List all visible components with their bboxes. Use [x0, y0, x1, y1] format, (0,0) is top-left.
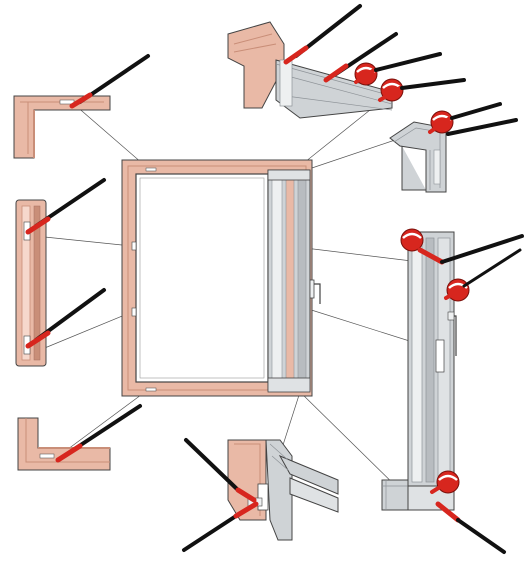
- guide-line-bottom-left: [59, 391, 146, 456]
- bottom-hinge-detail: [182, 438, 339, 552]
- oil-applicator-tip: [323, 63, 349, 83]
- wood-frame-top-corner: [13, 54, 150, 159]
- brush-handle: [446, 118, 518, 136]
- brush-handle: [374, 52, 442, 72]
- hinge: [257, 483, 269, 511]
- guide-line-top-corner: [299, 139, 396, 173]
- window-handle: [309, 279, 315, 299]
- brush-handle: [184, 438, 240, 492]
- oil-applicator-tip: [25, 330, 51, 349]
- brush-handle: [440, 234, 524, 264]
- pvc-top-rail: [227, 4, 466, 119]
- guide-line-side-upper: [304, 247, 421, 263]
- pvc-top-corner: [389, 102, 518, 193]
- oil-applicator-tip: [55, 443, 83, 463]
- brush-handle: [400, 78, 466, 90]
- main-window-frame: [121, 159, 321, 397]
- pvc-sash-side: [381, 227, 524, 554]
- oil-applicator-tip: [69, 92, 93, 109]
- oil-applicator-tip: [233, 501, 259, 519]
- oil-applicator-tip: [283, 45, 309, 65]
- wood-frame-bottom-corner: [17, 404, 142, 471]
- oil-applicator-tip: [25, 216, 51, 235]
- brush-handle: [456, 518, 506, 554]
- window-glass: [135, 173, 269, 383]
- handle-gearbox: [435, 339, 445, 373]
- brush-handle: [182, 514, 238, 552]
- guide-line-top-left: [74, 104, 151, 171]
- guide-line-left-lower: [34, 311, 133, 353]
- oil-applicator-tip: [235, 487, 257, 503]
- brush-handle: [462, 248, 522, 288]
- guide-line-left-upper: [34, 235, 133, 247]
- wood-frame-left-profile: [15, 178, 106, 367]
- brush-handle: [450, 102, 502, 120]
